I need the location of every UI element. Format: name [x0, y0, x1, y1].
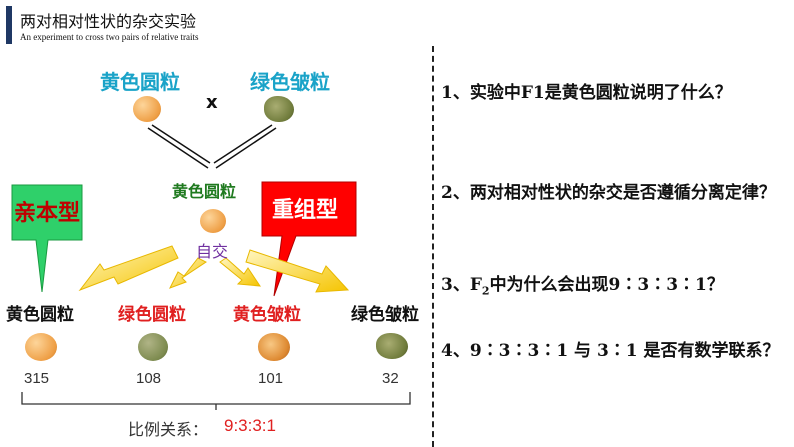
f2-pea-green-wrinkled	[376, 333, 408, 359]
f2-pea-yellow-round	[25, 333, 57, 361]
parent-label-green-wrinkled: 绿色皱粒	[250, 70, 330, 94]
selfing-arrows	[78, 245, 350, 293]
yellow-round-pea-image	[133, 96, 161, 122]
f2-label-green-wrinkled: 绿色皱粒	[351, 305, 419, 325]
f1-pea-image	[200, 209, 226, 233]
f2-count-yellow-wrinkled: 101	[258, 370, 284, 387]
parent-label-yellow-round: 黄色圆粒	[100, 70, 180, 94]
recombinant-callout-text: 重组型	[272, 197, 339, 223]
question-1: 1、实验中F1是黄色圆粒说明了什么？	[441, 83, 732, 103]
total-bracket	[21, 392, 411, 405]
parental-callout-text: 亲本型	[14, 200, 81, 226]
cross-diagram	[11, 124, 411, 410]
page-subtitle: An experiment to cross two pairs of rela…	[20, 32, 199, 42]
f2-label-yellow-round: 黄色圆粒	[6, 305, 74, 325]
f2-count-yellow-round: 315	[24, 370, 50, 387]
ratio-label: 比例关系：	[128, 420, 209, 439]
f2-count-green-wrinkled: 32	[382, 370, 399, 387]
parental-callout-bubble	[11, 184, 83, 293]
f2-label-yellow-wrinkled: 黄色皱粒	[233, 305, 301, 325]
cross-symbol: x	[206, 92, 218, 113]
f1-label: 黄色圆粒	[172, 182, 237, 201]
f2-pea-yellow-wrinkled	[258, 333, 290, 361]
green-wrinkled-pea-image	[264, 96, 294, 122]
title-accent-bar	[6, 6, 12, 44]
f2-pea-green-round	[138, 333, 168, 361]
question-3-suffix: 中为什么会出现9∶3∶3∶1？	[489, 275, 724, 295]
page-title: 两对相对性状的杂交实验	[20, 12, 197, 31]
question-3-subscript: 2	[481, 284, 490, 298]
question-3: 3、F2中为什么会出现9∶3∶3∶1？	[441, 268, 786, 308]
selfing-label: 自交	[196, 242, 229, 261]
f2-count-green-round: 108	[136, 370, 162, 387]
ratio-value: 9:3:3:1	[224, 416, 276, 435]
question-4: 4、9∶3∶3∶1 与 3∶1 是否有数学联系？	[441, 341, 780, 361]
question-3-prefix: 3、F	[441, 275, 482, 295]
cross-arrow	[147, 124, 277, 169]
question-2: 2、两对相对性状的杂交是否遵循分离定律？	[441, 183, 776, 203]
f2-label-green-round: 绿色圆粒	[118, 305, 186, 325]
vertical-divider	[432, 46, 434, 447]
